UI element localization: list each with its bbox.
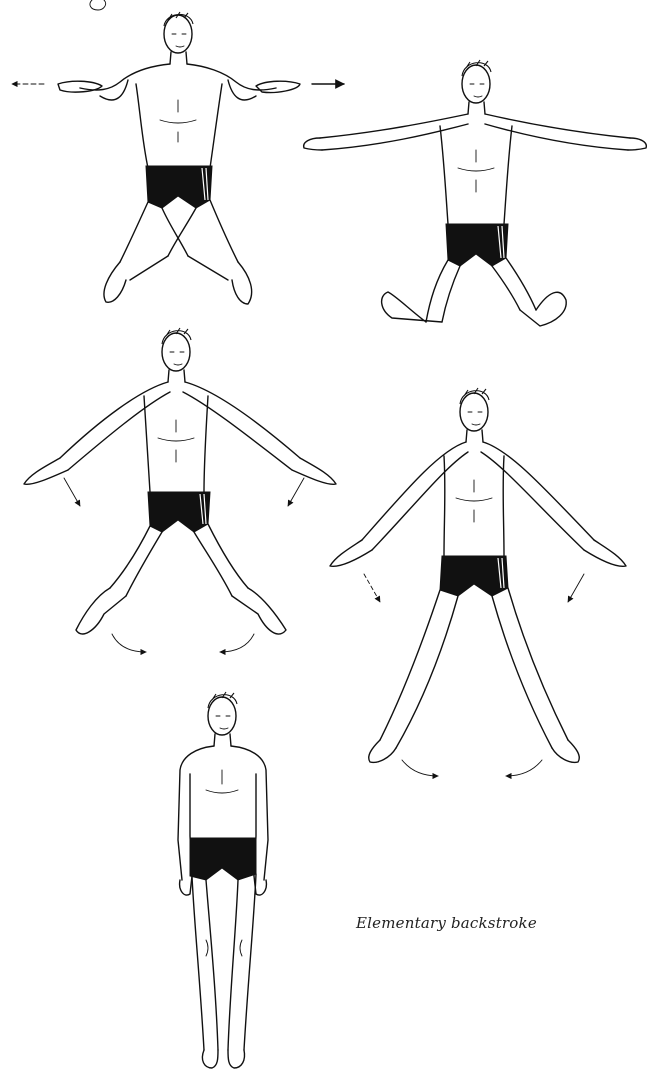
figure-3-kneeling-arms-sweep bbox=[24, 328, 336, 652]
figure-caption: Elementary backstroke bbox=[356, 914, 537, 932]
partial-hand-icon bbox=[90, 0, 106, 10]
swim-trunks bbox=[190, 838, 256, 880]
figure-2-kneeling-arms-extended bbox=[304, 60, 647, 326]
figure-1-kneeling-hands-out bbox=[12, 12, 344, 304]
figure-5-standing-arms-at-sides bbox=[178, 692, 268, 1068]
figure-4-standing-legs-apart bbox=[330, 388, 626, 776]
